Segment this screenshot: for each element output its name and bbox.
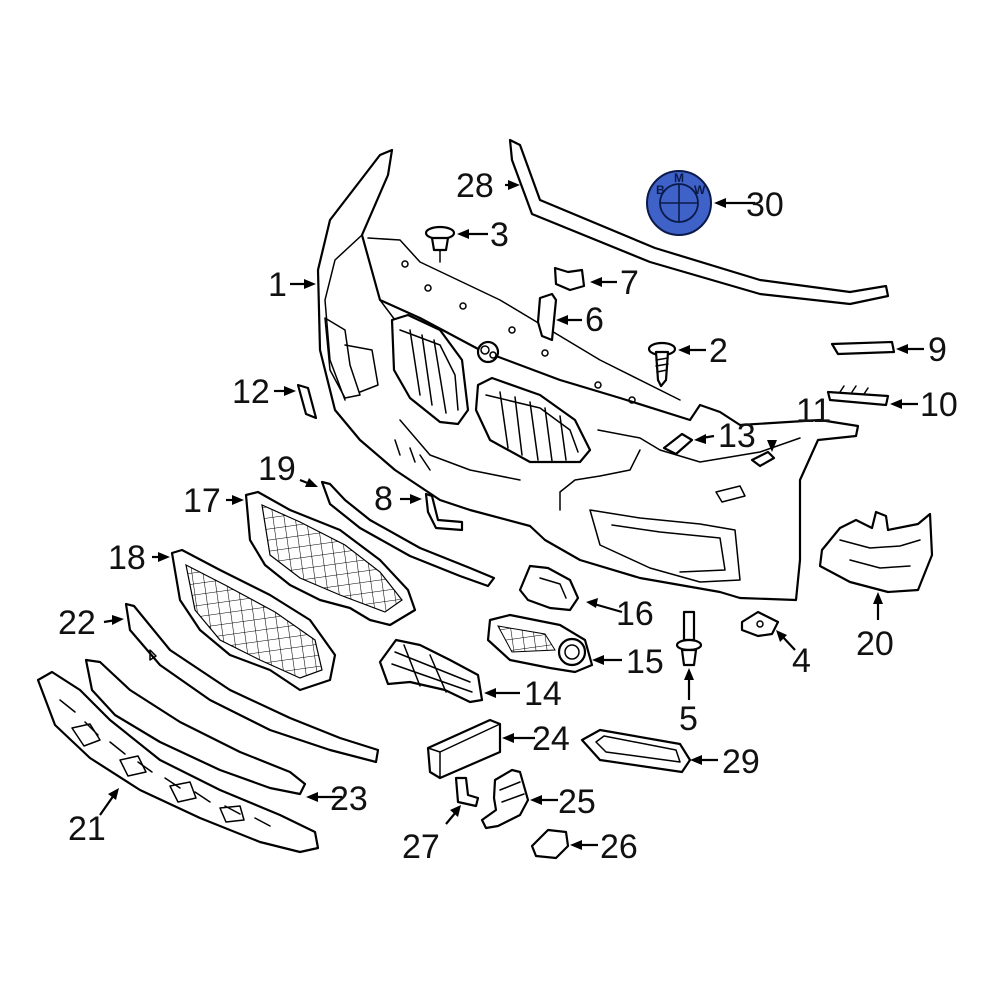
part-6-bracket xyxy=(536,292,558,342)
part-24-bracket xyxy=(426,718,502,780)
callout-15: 15 xyxy=(626,643,664,681)
callout-27: 27 xyxy=(402,828,440,866)
leader-lines xyxy=(99,180,924,850)
callout-25: 25 xyxy=(558,783,596,821)
part-9-molding xyxy=(830,340,896,356)
callout-23: 23 xyxy=(330,780,368,818)
part-12-cover xyxy=(296,383,318,420)
part-15-fog-grille xyxy=(486,613,594,674)
callout-2: 2 xyxy=(709,332,728,370)
callout-28: 28 xyxy=(456,167,494,205)
callout-12: 12 xyxy=(232,373,270,411)
part-21-absorber xyxy=(36,670,320,854)
callout-18: 18 xyxy=(108,539,146,577)
part-20-air-duct xyxy=(818,510,934,594)
callout-labels: 1 2 3 4 5 6 7 8 9 10 11 12 13 14 15 16 1… xyxy=(58,167,958,866)
part-16-bracket xyxy=(518,564,580,612)
callout-17: 17 xyxy=(183,482,221,520)
emblem-letter-w: W xyxy=(694,183,706,197)
callout-8: 8 xyxy=(374,480,393,518)
part-23-spoiler xyxy=(84,658,307,796)
callout-11: 11 xyxy=(796,392,831,430)
callout-29: 29 xyxy=(722,743,760,781)
callout-3: 3 xyxy=(490,216,509,254)
callout-21: 21 xyxy=(68,810,106,848)
part-7-bracket xyxy=(553,266,586,292)
callout-14: 14 xyxy=(524,675,562,713)
part-25-bracket xyxy=(480,768,530,830)
part-4-clip xyxy=(740,610,780,638)
part-13-bracket xyxy=(662,432,694,456)
callout-5: 5 xyxy=(679,700,698,738)
callout-6: 6 xyxy=(585,301,604,339)
callout-26: 26 xyxy=(600,828,638,866)
part-26-cap xyxy=(530,828,570,860)
part-19-trim-strip xyxy=(320,480,496,588)
part-10-bracket xyxy=(826,385,890,407)
callout-10: 10 xyxy=(920,386,958,424)
part-1-bumper-cover xyxy=(316,148,860,602)
callout-1: 1 xyxy=(268,266,287,304)
part-29-trim-ring xyxy=(580,728,692,774)
part-27-bracket xyxy=(454,776,480,808)
callout-20: 20 xyxy=(856,625,894,663)
callout-7: 7 xyxy=(620,264,639,302)
part-14-side-grille xyxy=(378,638,484,704)
part-2-screw xyxy=(647,341,677,388)
callout-4: 4 xyxy=(792,642,811,680)
callout-13: 13 xyxy=(718,417,756,455)
callout-19: 19 xyxy=(258,450,296,488)
part-17-grille xyxy=(244,490,417,627)
callout-16: 16 xyxy=(616,595,654,633)
emblem-letter-m: M xyxy=(674,171,684,185)
emblem-letter-b: B xyxy=(656,183,665,197)
part-8-bracket xyxy=(424,492,464,532)
part-18-grille xyxy=(170,548,337,692)
callout-30: 30 xyxy=(746,186,784,224)
part-3-clip xyxy=(424,225,456,263)
callout-22: 22 xyxy=(58,604,96,642)
callout-9: 9 xyxy=(928,331,947,369)
callout-24: 24 xyxy=(532,720,570,758)
part-22-lower-strip xyxy=(124,602,380,764)
part-30-emblem: B M W xyxy=(646,170,712,236)
part-11-clip xyxy=(750,450,776,468)
part-28-seal-strip xyxy=(508,138,890,306)
part-5-push-pin xyxy=(675,610,703,667)
